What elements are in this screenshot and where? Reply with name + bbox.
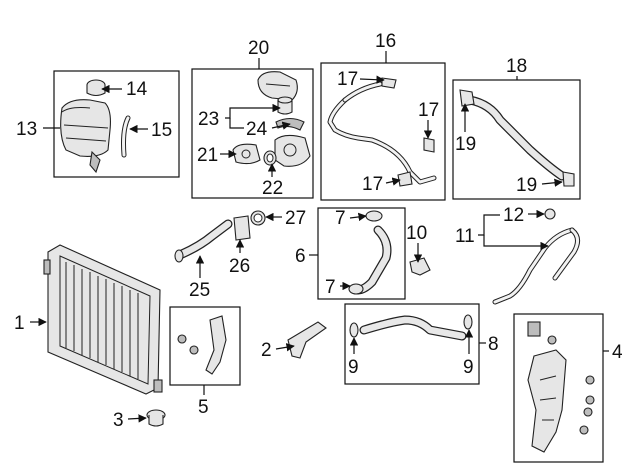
coolant-pipe-assembly-illustration: [327, 77, 437, 187]
callout-21: 21: [197, 145, 218, 166]
bypass-hose-illustration: [348, 210, 392, 295]
callout-1: 1: [14, 313, 25, 334]
group-box-20: [191, 68, 314, 199]
heater-hose-illustration: [459, 89, 575, 187]
callout-3: 3: [113, 410, 124, 431]
callout-9-left: 9: [348, 357, 359, 378]
group-box-16: [320, 62, 446, 201]
reservoir-cap-illustration: [86, 79, 106, 97]
callout-22: 22: [262, 178, 283, 199]
callout-13: 13: [16, 119, 37, 140]
callout-17-top: 17: [337, 69, 358, 90]
callout-6: 6: [295, 246, 306, 267]
callout-10: 10: [406, 223, 427, 244]
group-box-6: [317, 207, 406, 300]
air-deflector-illustration: [527, 321, 595, 453]
group-box-8: [344, 303, 480, 385]
outlet-gasket-illustration: [233, 215, 251, 241]
callout-19-top: 19: [455, 134, 476, 155]
callout-25: 25: [189, 280, 210, 301]
callout-16: 16: [375, 31, 396, 52]
callout-2: 2: [261, 340, 272, 361]
coolant-reservoir-illustration: [60, 99, 111, 174]
callout-17-bottom: 17: [362, 174, 383, 195]
drain-plug-illustration: [146, 409, 166, 427]
callout-19-bottom: 19: [516, 175, 537, 196]
outlet-pipe-illustration: [492, 208, 580, 305]
callout-27: 27: [285, 208, 306, 229]
callout-23: 23: [198, 109, 219, 130]
callout-26: 26: [229, 256, 250, 277]
callout-5: 5: [198, 397, 209, 418]
callout-20: 20: [248, 38, 269, 59]
callout-18: 18: [506, 56, 527, 77]
thermostat-housing-illustration: [232, 71, 311, 167]
radiator-bracket-illustration: [287, 321, 327, 359]
callout-4: 4: [612, 342, 623, 363]
callout-15: 15: [151, 120, 172, 141]
callout-7-bottom: 7: [325, 277, 336, 298]
callout-11: 11: [455, 226, 475, 247]
hose-clip-illustration: [409, 257, 431, 276]
water-hose-illustration: [349, 314, 473, 341]
callout-9-right: 9: [463, 357, 474, 378]
callout-17-right: 17: [418, 100, 439, 121]
group-box-13: [53, 70, 180, 178]
callout-8: 8: [488, 334, 499, 355]
water-outlet-illustration: [174, 219, 233, 263]
radiator-illustration: [43, 244, 163, 395]
group-box-5: [169, 306, 241, 386]
callout-14: 14: [126, 79, 148, 100]
callout-12: 12: [503, 205, 524, 226]
mounting-bracket-illustration: [177, 315, 227, 375]
callout-24: 24: [246, 119, 268, 140]
callout-7-top: 7: [335, 208, 346, 229]
group-box-4: [513, 313, 604, 463]
